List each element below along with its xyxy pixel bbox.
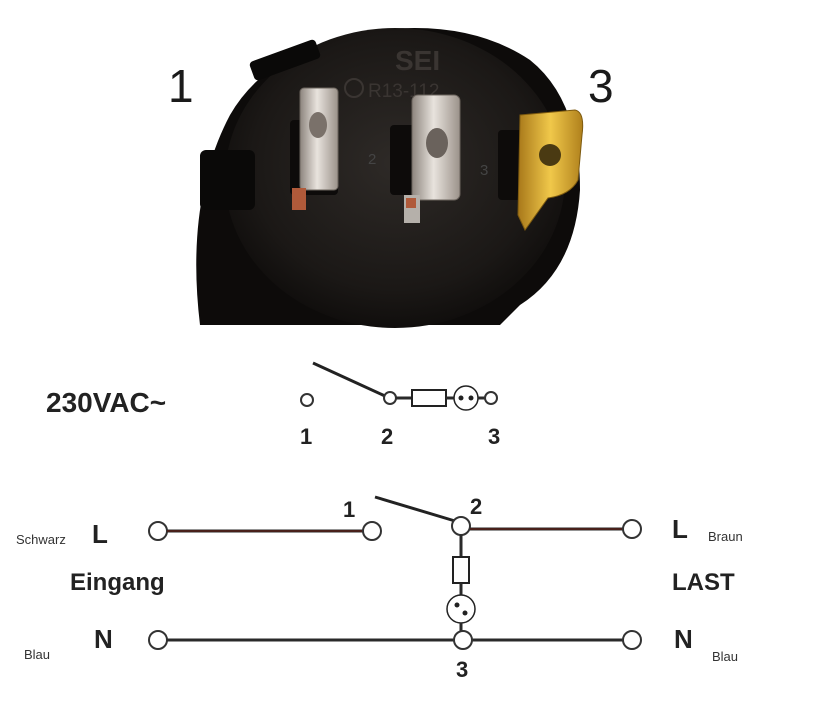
wiring-switch-lever xyxy=(374,495,456,523)
load-neutral-color-label: Blau xyxy=(712,649,738,664)
photo-label-pin3: 3 xyxy=(588,60,614,112)
wiring-neon-lamp-icon xyxy=(446,594,476,624)
load-neutral-terminal xyxy=(622,630,642,650)
pin1-terminal xyxy=(292,87,339,210)
switch-symbol: 230VAC~ 1 2 3 xyxy=(46,361,500,449)
wiring-pin3-label: 3 xyxy=(456,657,468,682)
input-neutral-terminal xyxy=(148,630,168,650)
symbol-contact-3 xyxy=(484,391,498,405)
symbol-neon-lamp-icon xyxy=(453,385,479,411)
input-line-terminal xyxy=(148,521,168,541)
wiring-resistor xyxy=(452,556,470,584)
voltage-label: 230VAC~ xyxy=(46,387,166,418)
load-line-color-label: Braun xyxy=(708,529,743,544)
load-title: LAST xyxy=(672,569,735,596)
wiring-diagram: Schwarz L Eingang Blau N L Braun LAST N … xyxy=(16,494,743,682)
input-neutral-color-label: Blau xyxy=(24,647,50,662)
switch-pin3-terminal xyxy=(453,630,473,650)
symbol-switch-lever xyxy=(312,361,386,398)
load-neutral-letter: N xyxy=(674,624,693,654)
housing-pin3-label: 3 xyxy=(480,162,488,179)
pin3-terminal xyxy=(517,109,584,231)
photo-label-pin1: 1 xyxy=(168,60,194,112)
switch-pin2-terminal xyxy=(451,516,471,536)
housing-pin2-label: 2 xyxy=(368,151,376,168)
symbol-contact-1 xyxy=(300,393,314,407)
symbol-pin3-label: 3 xyxy=(488,424,500,449)
housing-brand-text: SEI xyxy=(395,45,440,76)
certification-mark-icon xyxy=(344,78,364,98)
wiring-pin2-label: 2 xyxy=(470,494,482,519)
input-line-color-label: Schwarz xyxy=(16,532,66,547)
input-title: Eingang xyxy=(70,569,165,596)
input-neutral-letter: N xyxy=(94,624,113,654)
switch-pin1-terminal xyxy=(362,521,382,541)
housing-top-tab xyxy=(249,39,321,81)
symbol-pin2-label: 2 xyxy=(381,424,393,449)
symbol-resistor xyxy=(411,389,447,407)
input-line-letter: L xyxy=(92,519,108,549)
pin2-terminal xyxy=(404,94,461,223)
load-line-letter: L xyxy=(672,514,688,544)
symbol-pin1-label: 1 xyxy=(300,424,312,449)
housing-side-tab xyxy=(200,150,255,210)
switch-photo: 1 3 SEI R13-112 2 3 xyxy=(168,28,614,328)
symbol-contact-2 xyxy=(383,391,397,405)
load-line-terminal xyxy=(622,519,642,539)
wiring-pin1-label: 1 xyxy=(343,497,355,522)
